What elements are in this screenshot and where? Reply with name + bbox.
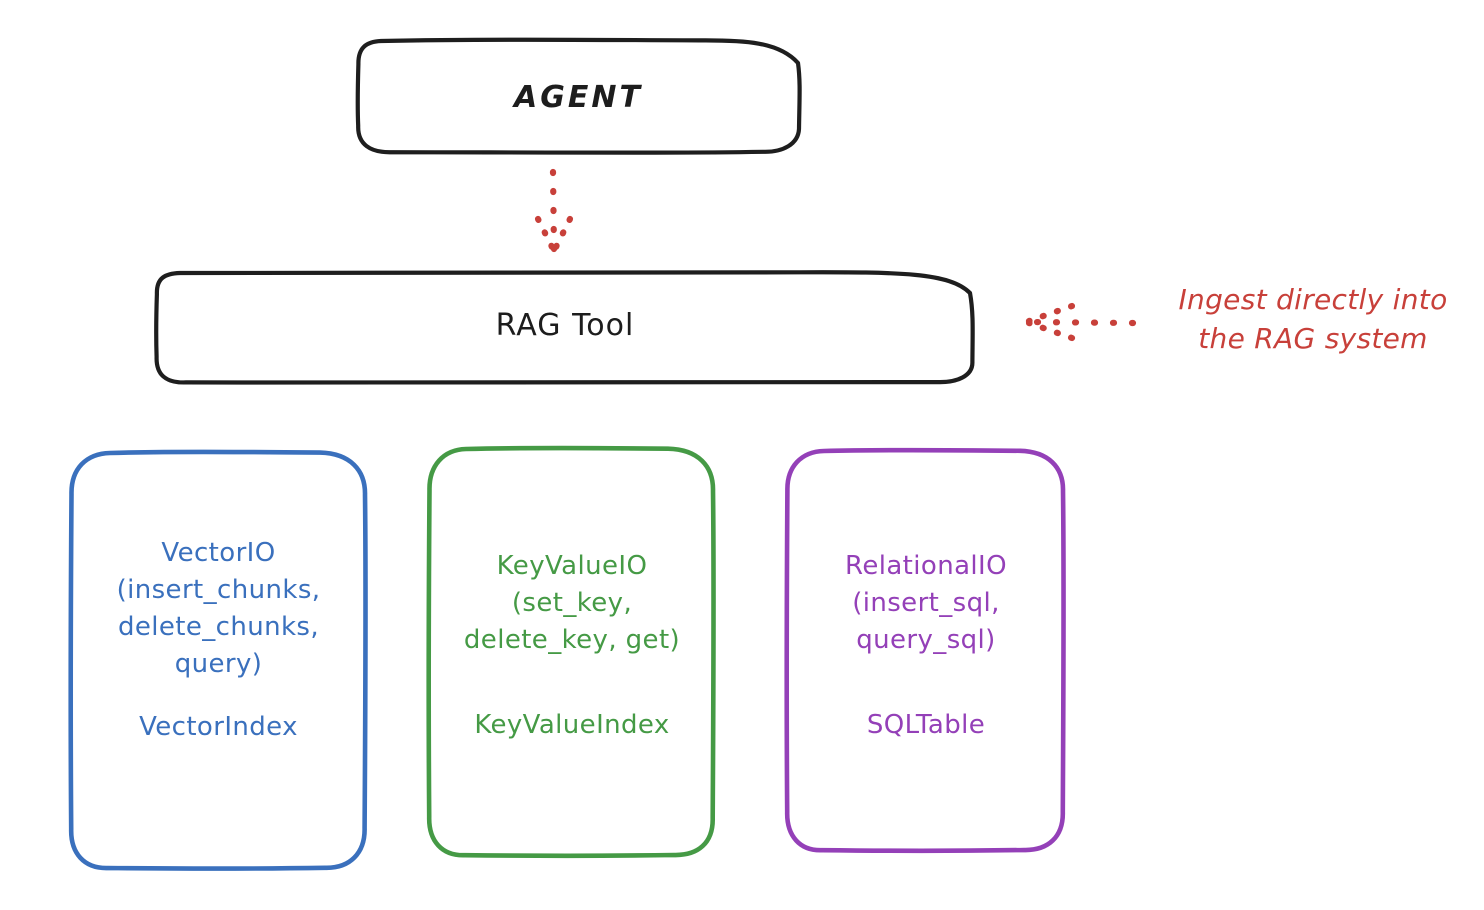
dotted-left-arrow-shaft — [1024, 318, 1137, 327]
vector-io-box-outline — [68, 449, 368, 871]
dotted-down-arrow-head-right — [551, 215, 574, 253]
dotted-down-arrow-shaft — [549, 168, 558, 254]
edge-ingest-pointer — [1024, 302, 1137, 342]
node-rag-tool[interactable] — [154, 269, 975, 386]
node-vector-io[interactable] — [68, 449, 368, 871]
rag-tool-box-outline — [154, 269, 975, 386]
agent-box-outline — [355, 37, 802, 155]
dotted-left-arrow-head-top — [1025, 302, 1076, 325]
node-agent[interactable] — [355, 37, 802, 155]
dotted-left-arrow-head-bottom — [1025, 319, 1076, 342]
edge-agent-to-rag-tool — [534, 168, 574, 254]
relational-io-box-outline — [784, 447, 1066, 854]
dotted-down-arrow-head-left — [534, 215, 557, 253]
keyvalue-io-box-outline — [426, 445, 716, 859]
node-keyvalue-io[interactable] — [426, 445, 716, 859]
node-relational-io[interactable] — [784, 447, 1066, 854]
